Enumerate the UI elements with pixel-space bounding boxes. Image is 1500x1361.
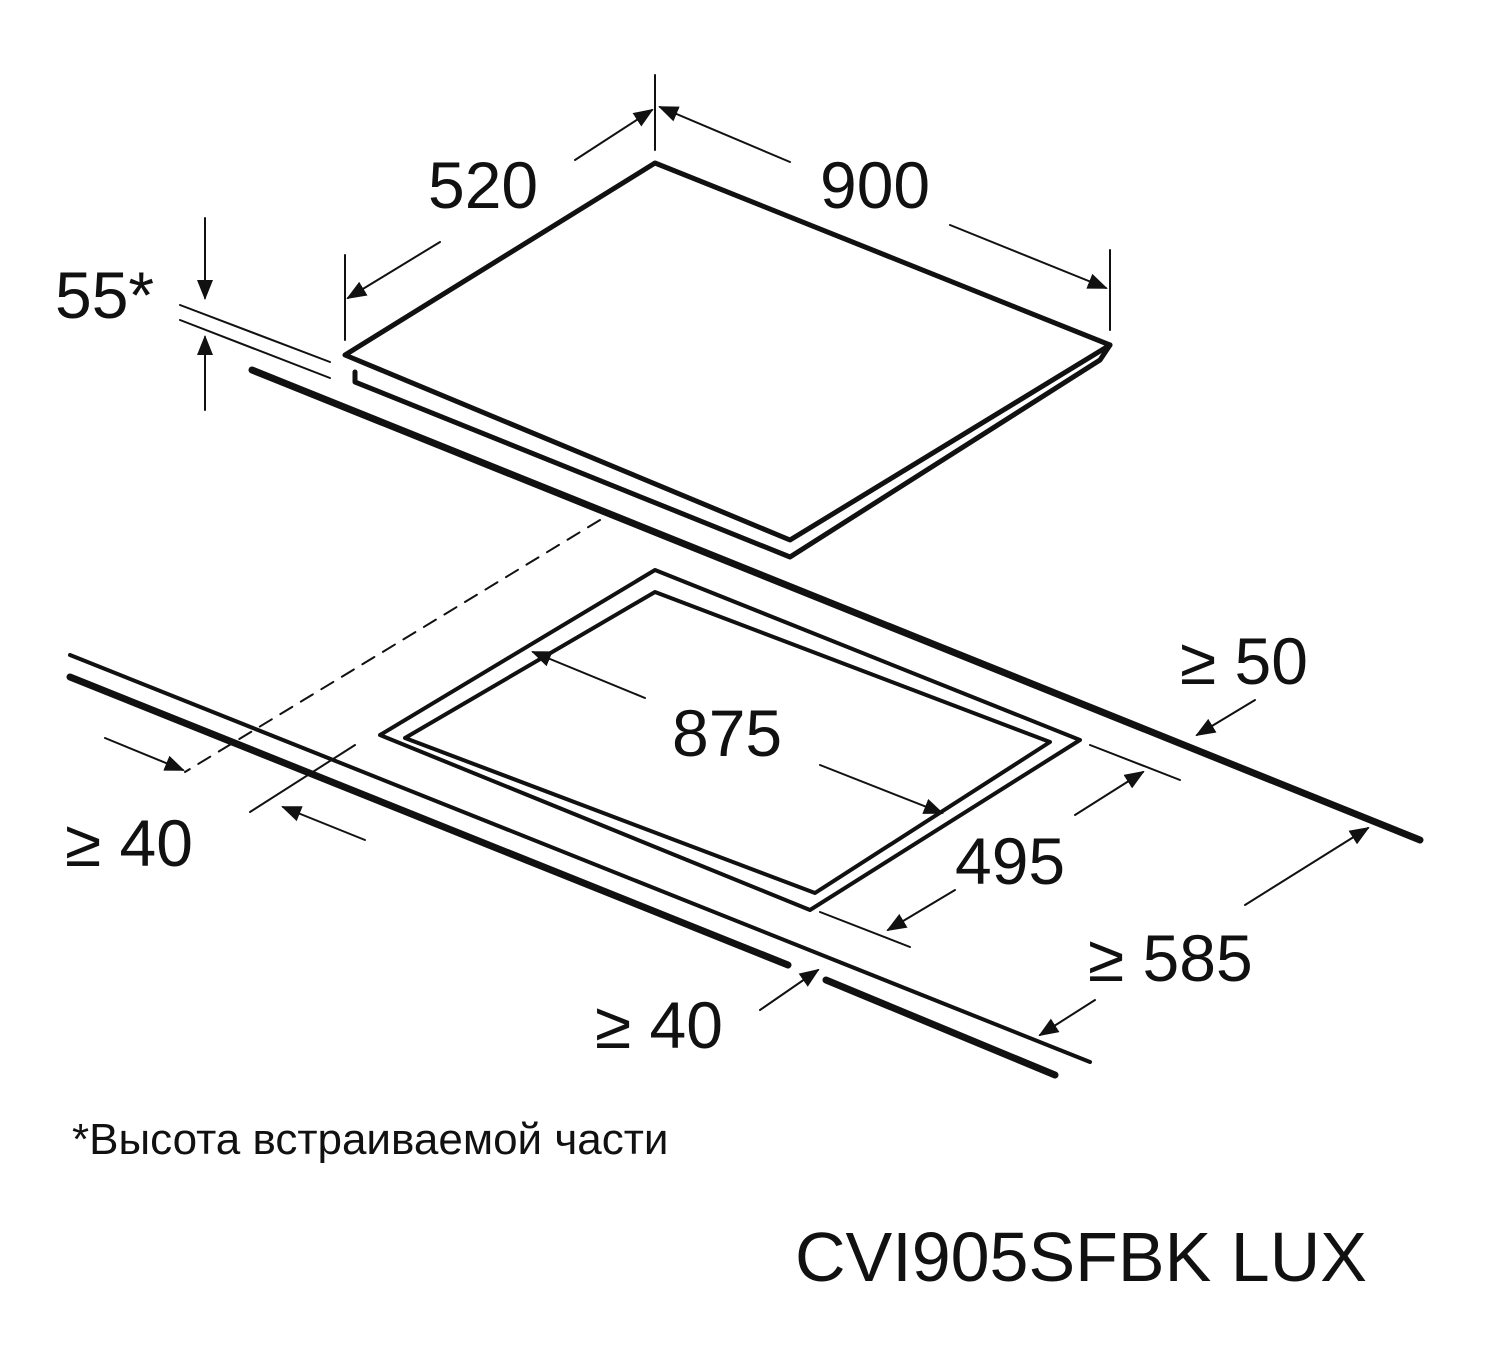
- dim-hob-width: 900: [820, 148, 931, 222]
- dim-520-a: [346, 241, 441, 300]
- dim-900-a: [658, 106, 791, 163]
- dim-cutout-width: 875: [672, 696, 783, 770]
- model-name: CVI905SFBK LUX: [795, 1218, 1367, 1296]
- dim-min-worktop-depth: ≥ 585: [1088, 921, 1253, 995]
- dim-min-front: ≥ 40: [595, 988, 723, 1062]
- cutout-inner: [403, 590, 1052, 895]
- dim-hob-depth: 520: [428, 148, 539, 222]
- dim-min-side: ≥ 40: [65, 806, 193, 880]
- hidden-line: [184, 519, 601, 773]
- worktop-front-edge-top: [68, 653, 1092, 1064]
- dim-520-b: [574, 108, 654, 161]
- dim-900-b: [949, 224, 1108, 289]
- dim-cutout-depth: 495: [955, 824, 1066, 898]
- hob-top: [342, 160, 1113, 543]
- worktop-front-edge-2: [822, 976, 1059, 1079]
- footnote: *Высота встраиваемой части: [72, 1115, 669, 1164]
- hob-underside: [352, 342, 1113, 560]
- dim-built-in-height: 55*: [55, 258, 155, 332]
- dim-min-rear: ≥ 50: [1180, 624, 1308, 698]
- worktop-front-edge: [66, 673, 792, 969]
- cutout-outer: [378, 568, 1082, 912]
- worktop-back-edge: [248, 366, 1424, 844]
